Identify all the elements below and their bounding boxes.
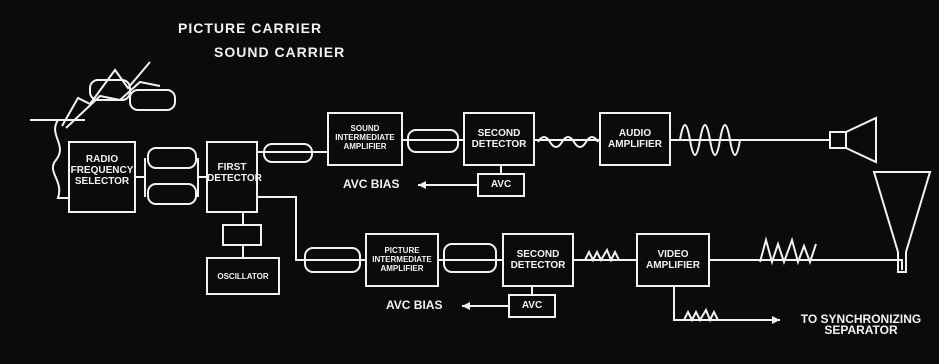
sound-if-input-wave bbox=[263, 143, 313, 163]
first-detector-label: FIRST DETECTOR bbox=[207, 162, 262, 184]
sound-carrier-label: SOUND CARRIER bbox=[214, 44, 346, 60]
sound-carrier-wave bbox=[147, 183, 197, 205]
oscillator-label: OSCILLATOR bbox=[217, 272, 269, 281]
sound-if-output-wave bbox=[407, 129, 459, 153]
picture-if-wire bbox=[257, 196, 366, 261]
picture-if-label: PICTURE INTERMEDIATE AMPLIFIER bbox=[372, 246, 432, 273]
sync-waveform bbox=[683, 307, 719, 323]
arrowheads bbox=[418, 181, 780, 324]
antenna-signal-paths bbox=[61, 61, 161, 129]
picture-if-input-wave bbox=[304, 247, 361, 273]
sound-avc-label: AVC bbox=[490, 179, 512, 190]
video-amplifier-label: VIDEO AMPLIFIER bbox=[646, 249, 700, 271]
sound-carrier-packet bbox=[129, 89, 176, 111]
audio-amplifier-label: AUDIO AMPLIFIER bbox=[608, 128, 662, 150]
speaker-icon bbox=[829, 116, 877, 164]
video-output-waveform bbox=[759, 236, 817, 266]
rf-selector-label: RADIO FREQUENCY SELECTOR bbox=[70, 154, 134, 187]
picture-avc-label: AVC bbox=[521, 300, 543, 311]
picture-tube-wire bbox=[709, 259, 903, 270]
antenna-lead bbox=[51, 119, 69, 199]
sync-arrowhead bbox=[772, 316, 780, 324]
picture-carrier-label: PICTURE CARRIER bbox=[178, 20, 323, 36]
carrier-packets bbox=[89, 79, 497, 273]
picture-second-detector-label: SECOND DETECTOR bbox=[510, 249, 566, 271]
sound-second-detector-label: SECOND DETECTOR bbox=[471, 128, 527, 150]
picture-tube-icon bbox=[872, 171, 932, 273]
dual-carrier-brackets bbox=[144, 158, 199, 197]
sound-if-label: SOUND INTERMEDIATE AMPLIFIER bbox=[335, 124, 395, 151]
audio-output-waveform bbox=[679, 124, 741, 156]
oscillator-crystal bbox=[222, 224, 262, 246]
picture-if-output-wave bbox=[443, 243, 497, 273]
picture-carrier-packet bbox=[89, 79, 131, 101]
sync-wire bbox=[673, 286, 760, 321]
picture-avc-arrowhead bbox=[462, 302, 470, 310]
sound-avc-arrowhead bbox=[418, 181, 426, 189]
video-waveform-detector bbox=[584, 247, 620, 263]
sync-separator-label: TO SYNCHRONIZING SEPARATOR bbox=[800, 312, 922, 337]
audio-waveform-sound-detector bbox=[537, 136, 599, 148]
sound-avc-bias-label: AVC BIAS bbox=[343, 177, 400, 191]
picture-carrier-wave bbox=[147, 147, 197, 169]
output-devices bbox=[829, 116, 932, 273]
picture-avc-bias-label: AVC BIAS bbox=[386, 298, 443, 312]
